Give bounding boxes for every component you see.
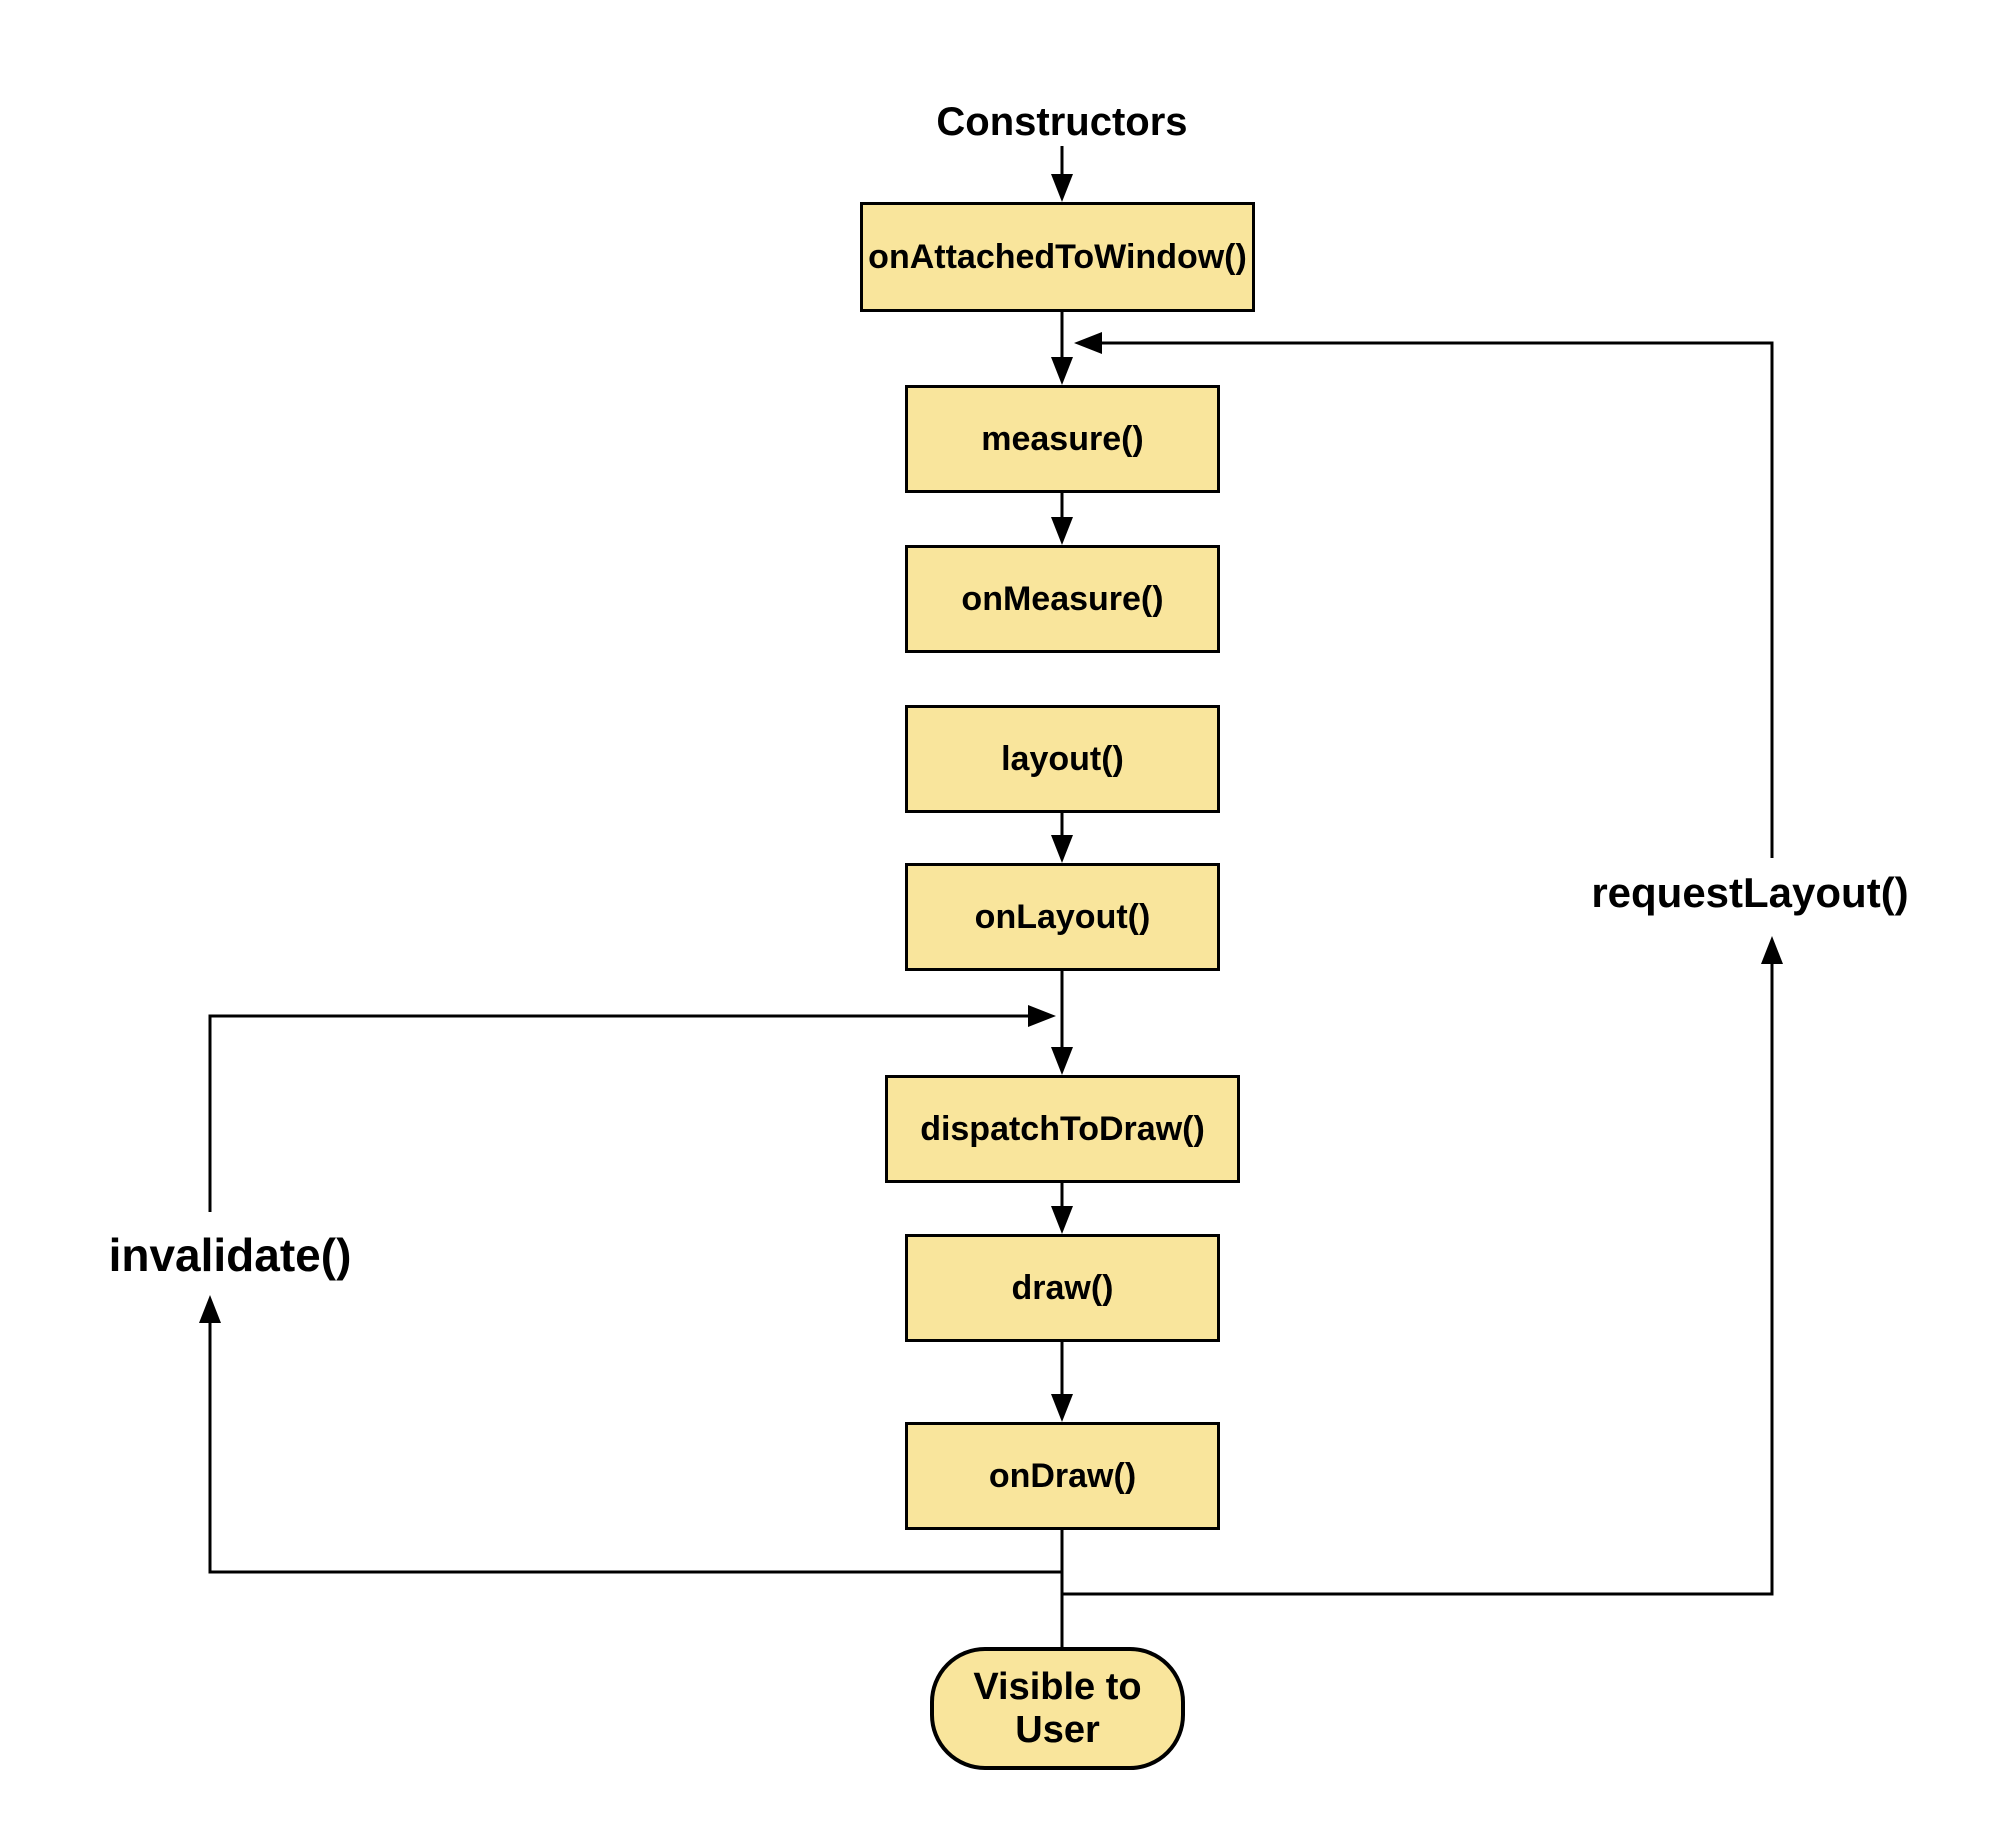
- edge-requestlayout-outbound: [1062, 964, 1774, 1596]
- arrowhead-down-icon: [1051, 174, 1073, 202]
- flowchart-node-measure: measure(): [905, 385, 1220, 493]
- loop-label-requestlayout: requestLayout(): [1591, 869, 1909, 916]
- arrowhead-down-icon: [1051, 835, 1073, 863]
- flowchart-node-draw: draw(): [905, 1234, 1220, 1342]
- node-label: Visible to User: [973, 1665, 1142, 1751]
- flowchart-node-onlayout: onLayout(): [905, 863, 1220, 971]
- node-label: onMeasure(): [961, 579, 1164, 618]
- node-label: dispatchToDraw(): [920, 1109, 1205, 1148]
- arrowhead-down-icon: [1051, 357, 1073, 385]
- edge-invalidate-return: [208, 1014, 1028, 1212]
- arrowhead-down-icon: [1051, 517, 1073, 545]
- arrowhead-down-icon: [1051, 1047, 1073, 1075]
- arrowhead-left-icon: [1074, 332, 1102, 354]
- flowchart-node-ondraw: onDraw(): [905, 1422, 1220, 1530]
- loop-label-invalidate: invalidate(): [108, 1229, 352, 1281]
- flowchart-node-onattachedtowindow: onAttachedToWindow(): [860, 202, 1255, 312]
- flowchart-node-dispatchtodraw: dispatchToDraw(): [885, 1075, 1240, 1183]
- arrowhead-down-icon: [1051, 1206, 1073, 1234]
- node-label: onDraw(): [988, 1456, 1137, 1495]
- node-label: draw(): [1011, 1268, 1114, 1307]
- flowchart-node-visibletouser: Visible to User: [930, 1647, 1185, 1770]
- edge-requestlayout-return: [1102, 341, 1774, 858]
- node-label: measure(): [981, 419, 1144, 458]
- node-label: onLayout(): [974, 897, 1151, 936]
- arrowhead-up-icon: [1761, 936, 1783, 964]
- flowchart-node-layout: layout(): [905, 705, 1220, 813]
- node-label: layout(): [1001, 739, 1124, 778]
- arrowhead-down-icon: [1051, 1394, 1073, 1422]
- arrowhead-right-icon: [1028, 1005, 1056, 1027]
- node-label: onAttachedToWindow(): [868, 237, 1247, 276]
- entry-label-constructors: Constructors: [936, 100, 1188, 144]
- edge-invalidate-outbound: [208, 1323, 1062, 1574]
- arrowhead-up-icon: [199, 1295, 221, 1323]
- flowchart-node-onmeasure: onMeasure(): [905, 545, 1220, 653]
